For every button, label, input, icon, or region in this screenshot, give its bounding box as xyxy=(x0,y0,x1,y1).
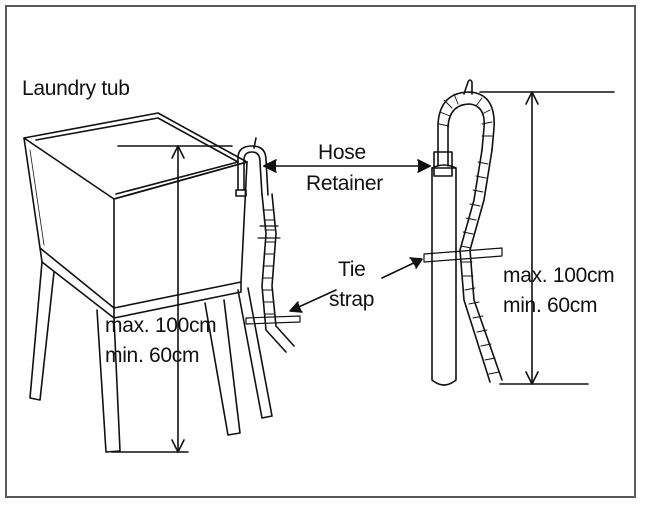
tie-strap-pointers xyxy=(289,257,423,313)
left-max-height-label: max. 100cm xyxy=(105,314,217,337)
left-drain-hose xyxy=(235,137,301,353)
hose-retainer-pointer xyxy=(263,159,431,173)
tie-strap-label-line2: strap xyxy=(329,288,375,311)
standpipe xyxy=(431,164,457,386)
right-drain-hose xyxy=(423,79,503,383)
right-height-dimension xyxy=(479,91,615,385)
tie-strap-label-line1: Tie xyxy=(338,258,366,281)
right-max-height-label: max. 100cm xyxy=(503,264,615,287)
left-min-height-label: min. 60cm xyxy=(105,344,200,367)
right-min-height-label: min. 60cm xyxy=(503,294,598,317)
hose-retainer-label-line1: Hose xyxy=(318,141,366,164)
left-height-dimension xyxy=(111,145,233,453)
diagram-frame xyxy=(5,5,636,498)
hose-retainer-label-line2: Retainer xyxy=(306,172,383,195)
laundry-tub xyxy=(23,112,273,453)
laundry-tub-label: Laundry tub xyxy=(22,77,130,100)
